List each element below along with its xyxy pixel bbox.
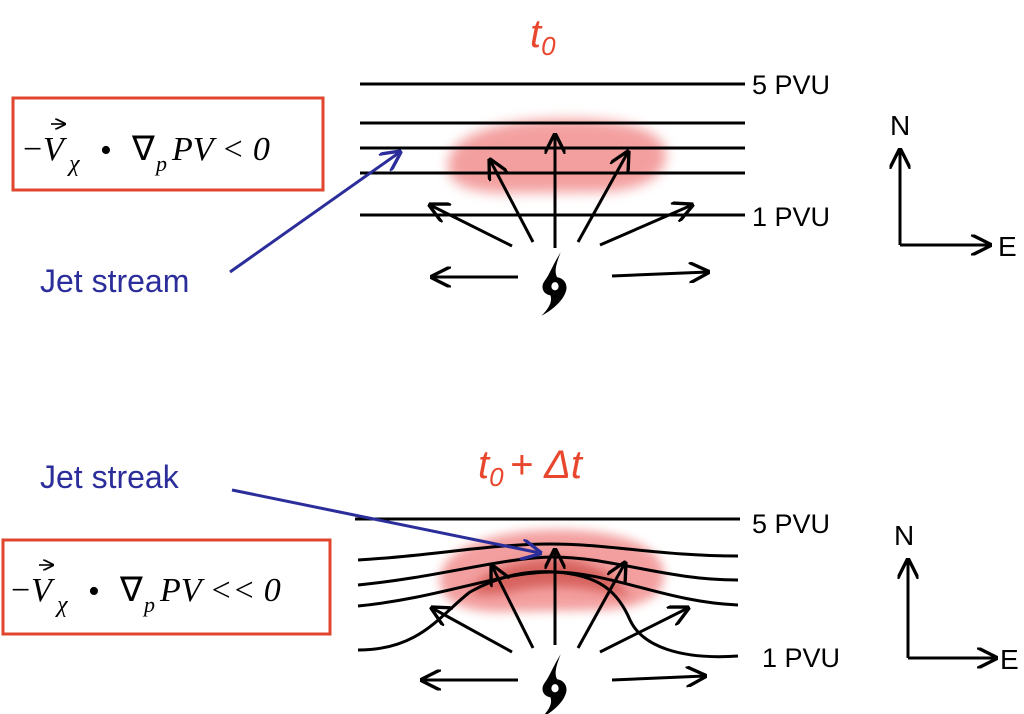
outflow-arrow <box>492 566 535 649</box>
equation-rhs: PV < 0 <box>171 131 270 168</box>
equation-box <box>1 538 332 636</box>
outflow-arrow <box>576 152 628 243</box>
jet-stream-pointer-arrow <box>229 152 400 274</box>
hurricane-icon <box>541 654 567 714</box>
panel-bottom-title: t0+ Δt <box>478 443 584 492</box>
outflow-arrow <box>599 205 692 247</box>
pv-anomaly-core <box>470 558 630 598</box>
jet-stream-label: Jet stream <box>40 263 189 299</box>
compass-north-label: N <box>890 110 910 141</box>
equation: − V χ • ∇ p PV << 0 <box>11 565 281 618</box>
equation-box <box>11 96 325 192</box>
equation-nabla: ∇ <box>131 131 155 168</box>
equation-dot: • <box>88 573 100 610</box>
equation-p-subscript: p <box>142 592 155 617</box>
outflow-arrows <box>422 550 705 680</box>
outflow-arrow <box>430 205 513 248</box>
equation-chi-subscript: χ <box>67 151 81 177</box>
equation-minus: − <box>11 572 30 609</box>
equation-nabla: ∇ <box>119 572 143 609</box>
hurricane-icon <box>541 252 567 316</box>
level-label-top: 5 PVU <box>752 70 830 100</box>
outflow-arrows <box>430 135 708 277</box>
equation-chi-subscript: χ <box>55 592 69 618</box>
compass-east-label: E <box>998 231 1017 262</box>
panel-bottom: t0+ Δt 5 PVU 1 PVU Jet streak <box>1 443 1019 714</box>
panel-top: t0 5 PVU 1 PVU Jet stream <box>11 12 1017 316</box>
outflow-arrow <box>611 676 705 680</box>
pv-contours <box>360 82 745 217</box>
compass <box>908 560 996 658</box>
equation-dot: • <box>100 132 112 169</box>
level-label-bottom: 1 PVU <box>762 643 840 673</box>
outflow-arrow <box>490 160 535 243</box>
pv-contour-line <box>357 542 739 562</box>
outflow-arrow <box>576 563 625 649</box>
level-label-bottom: 1 PVU <box>752 202 830 232</box>
compass-east-label: E <box>1000 644 1019 675</box>
equation-p-subscript: p <box>154 151 167 176</box>
level-label-top: 5 PVU <box>752 509 830 539</box>
equation-rhs: PV << 0 <box>159 572 281 609</box>
panel-top-title-subscript: 0 <box>541 31 556 61</box>
outflow-arrow <box>432 608 513 654</box>
compass <box>900 150 990 245</box>
panel-bottom-title-subscript: 0 <box>489 462 504 492</box>
compass-north-label: N <box>894 520 914 551</box>
pv-anomaly-blob <box>448 118 666 193</box>
outflow-arrow <box>611 272 708 276</box>
panel-bottom-title-rest: + Δt <box>510 443 584 487</box>
outflow-arrow <box>599 608 688 654</box>
jet-streak-label: Jet streak <box>40 459 180 495</box>
equation-minus: − <box>23 131 42 168</box>
panel-top-title: t0 <box>530 12 556 61</box>
jet-streak-pointer-arrow <box>231 488 540 553</box>
